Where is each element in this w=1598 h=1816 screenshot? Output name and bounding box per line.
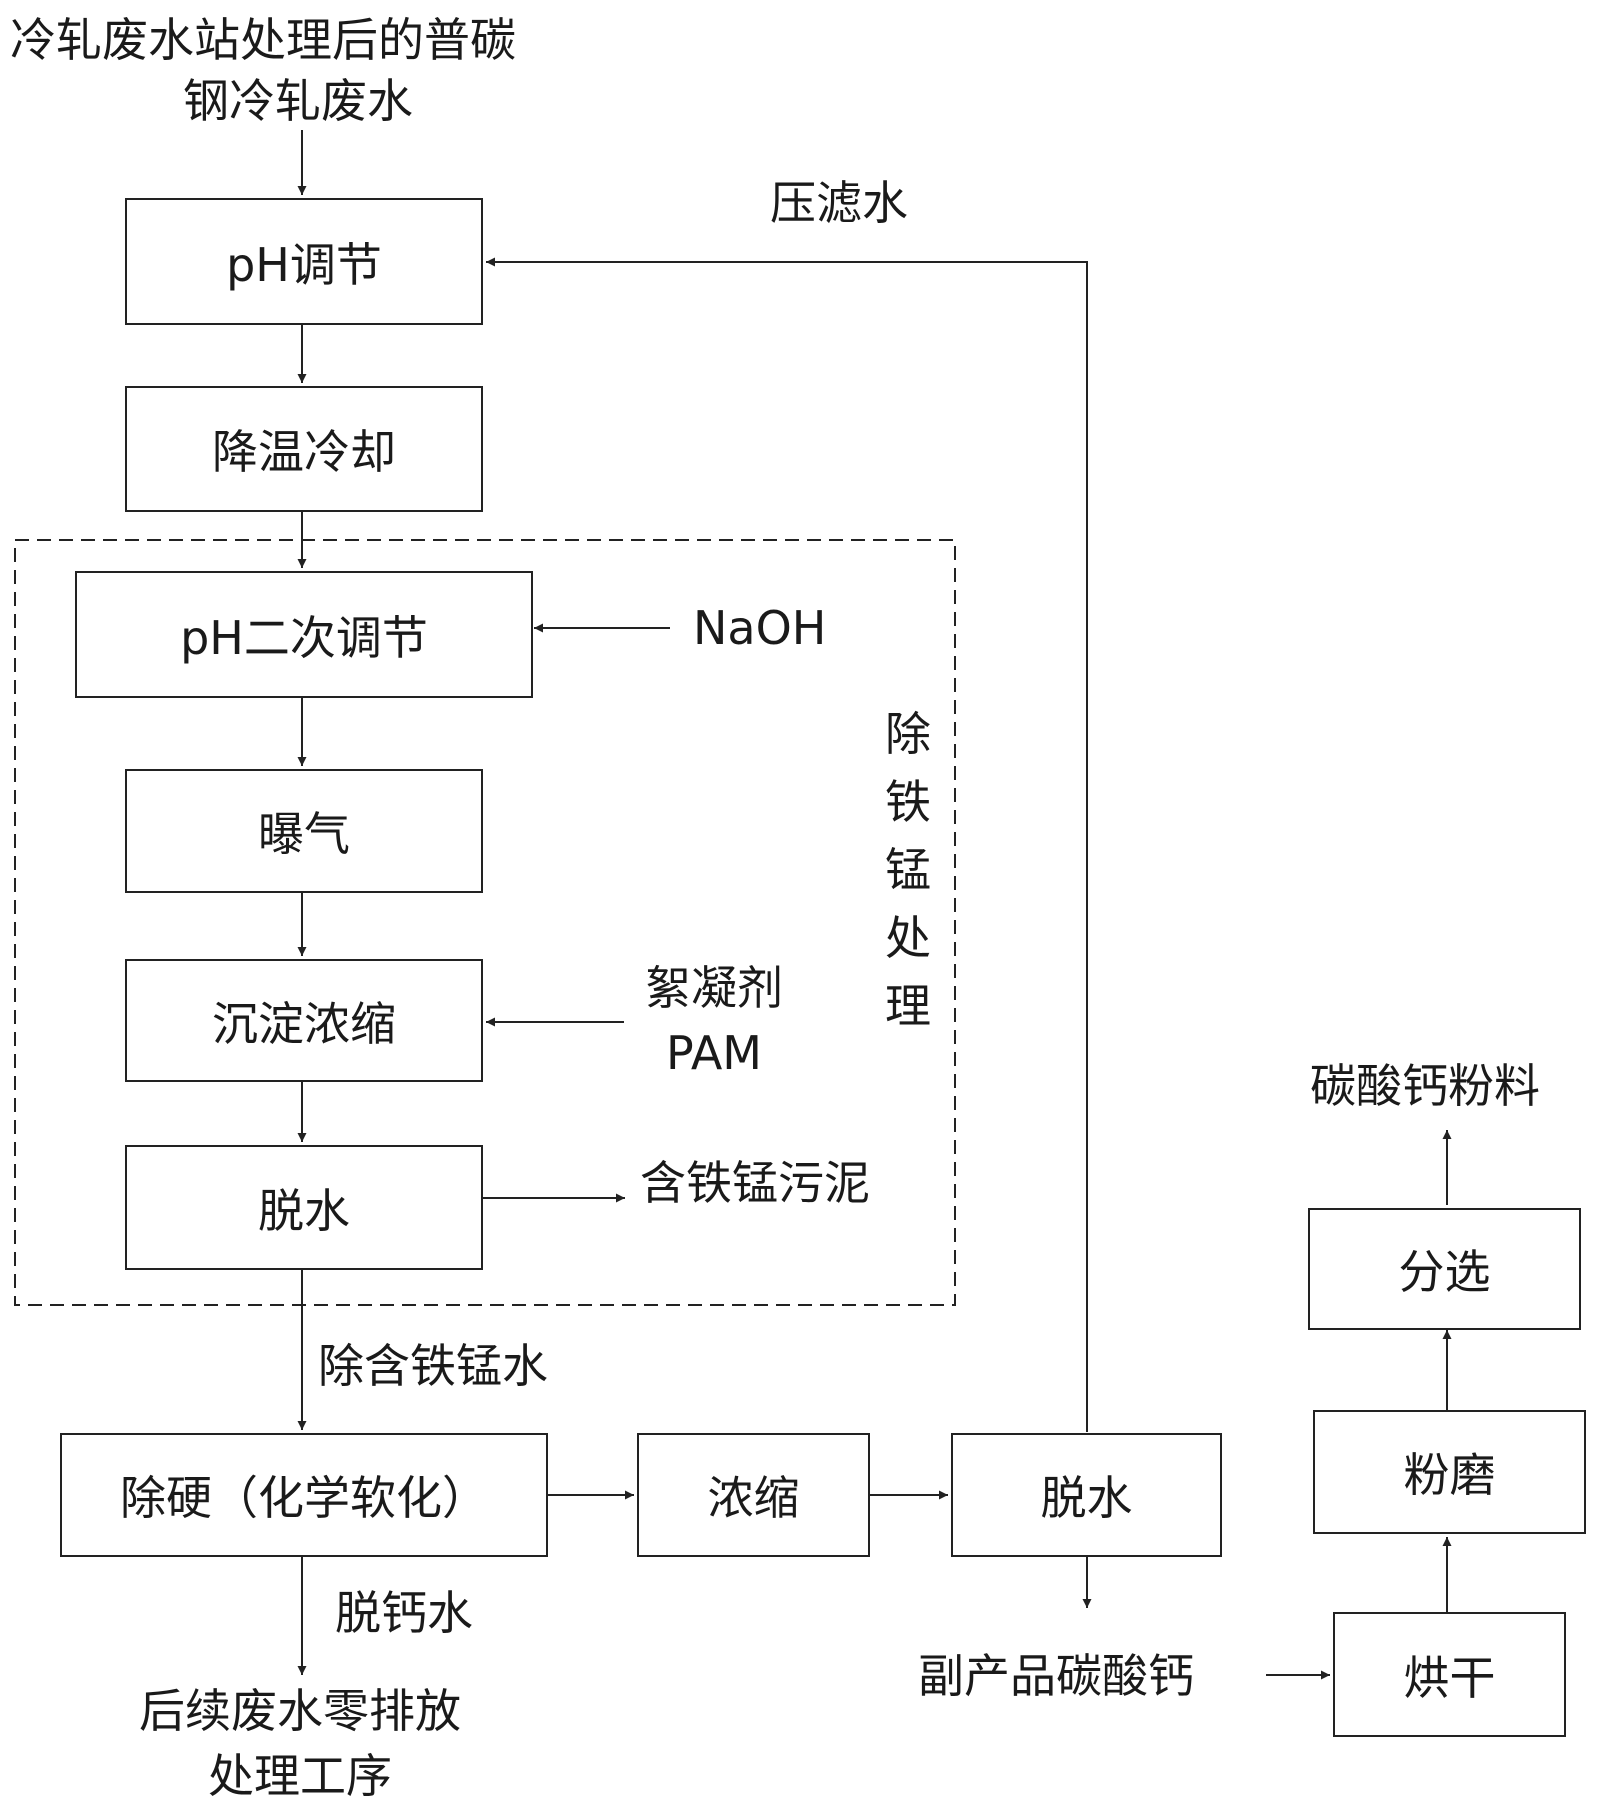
group-label-char: 锰 bbox=[885, 843, 931, 897]
drying-label: 烘干 bbox=[1403, 1650, 1496, 1705]
arrow-filtrate-return bbox=[486, 257, 1088, 1432]
group-label-char: 除 bbox=[885, 707, 931, 761]
byproduct-label: 副产品碳酸钙 bbox=[918, 1649, 1194, 1703]
sorting-box: 分选 bbox=[1308, 1208, 1581, 1330]
drying-box: 烘干 bbox=[1333, 1612, 1566, 1737]
sludge-label: 含铁锰污泥 bbox=[640, 1156, 870, 1210]
cooling-box: 降温冷却 bbox=[125, 386, 483, 512]
dewater-box: 脱水 bbox=[125, 1145, 483, 1270]
product-label: 碳酸钙粉料 bbox=[1310, 1059, 1540, 1113]
aeration-label: 曝气 bbox=[258, 807, 350, 861]
ph-second-adjust-box: pH二次调节 bbox=[75, 571, 533, 698]
flocculant-label-line1: 絮凝剂 bbox=[645, 961, 783, 1015]
downstream-label-line1: 后续废水零排放 bbox=[139, 1684, 461, 1738]
naoh-label: NaOH bbox=[693, 601, 827, 655]
ph-adjust-label: pH调节 bbox=[226, 237, 382, 292]
flocculant-label-line2: PAM bbox=[666, 1026, 762, 1080]
cooling-label: 降温冷却 bbox=[212, 425, 396, 479]
source-label-line1: 冷轧废水站处理后的普碳 bbox=[10, 13, 516, 67]
settling-box: 沉淀浓缩 bbox=[125, 959, 483, 1082]
milling-box: 粉磨 bbox=[1313, 1410, 1586, 1534]
group-label-char: 铁 bbox=[885, 775, 931, 829]
group-label-char: 理 bbox=[885, 979, 931, 1033]
dewater2-label: 脱水 bbox=[1040, 1471, 1133, 1525]
sorting-label: 分选 bbox=[1398, 1245, 1491, 1299]
downstream-label-line2: 处理工序 bbox=[208, 1749, 392, 1803]
fe-mn-removal-group-label: 除 铁 锰 处 理 bbox=[878, 700, 938, 1040]
ph-second-adjust-label: pH二次调节 bbox=[180, 610, 428, 665]
dewater-label: 脱水 bbox=[258, 1183, 350, 1238]
fe-mn-removed-water-label: 除含铁锰水 bbox=[318, 1339, 548, 1393]
milling-label: 粉磨 bbox=[1403, 1448, 1496, 1502]
softening-label: 除硬（化学软化） bbox=[120, 1471, 488, 1525]
softening-box: 除硬（化学软化） bbox=[60, 1433, 548, 1557]
concentrate-box: 浓缩 bbox=[637, 1433, 870, 1557]
ph-adjust-box: pH调节 bbox=[125, 198, 483, 325]
filtrate-label: 压滤水 bbox=[770, 176, 908, 230]
aeration-box: 曝气 bbox=[125, 769, 483, 893]
decalcified-water-label: 脱钙水 bbox=[335, 1586, 473, 1640]
settling-label: 沉淀浓缩 bbox=[212, 996, 396, 1051]
source-label-line2: 钢冷轧废水 bbox=[183, 74, 413, 128]
dewater2-box: 脱水 bbox=[951, 1433, 1222, 1557]
group-label-char: 处 bbox=[885, 911, 931, 965]
fe-mn-removal-group-border bbox=[14, 539, 956, 1306]
concentrate-label: 浓缩 bbox=[707, 1471, 800, 1525]
